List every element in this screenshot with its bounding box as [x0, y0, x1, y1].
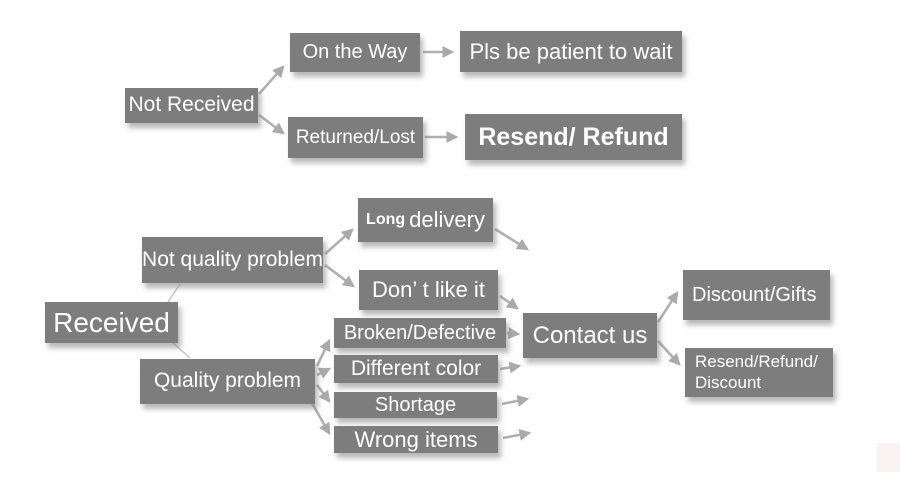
faint-corner-artifact [877, 443, 900, 472]
edge-wrong-items-contact-us [502, 428, 532, 441]
edge-nqp-dont-like-it [324, 263, 355, 288]
edge-nqp-long-delivery [324, 228, 354, 255]
node-pls-be-patient-to-wait: Pls be patient to wait [460, 31, 682, 72]
node-discount-gifts: Discount/Gifts [683, 270, 830, 320]
edge-qp-shortage [315, 384, 331, 403]
edge-contact-us-resend-refund-discount [657, 340, 681, 366]
node-wrong-items: Wrong items [334, 426, 498, 453]
edge-different-color-contact-us [499, 361, 522, 374]
node-quality-problem: Quality problem [140, 359, 315, 404]
node-contact-us: Contact us [523, 313, 657, 358]
long-delivery-word-delivery: delivery [409, 207, 485, 233]
edge-shortage-contact-us [501, 395, 530, 407]
edge-received-not-quality-problem [167, 283, 181, 303]
edge-qp-different-color [316, 367, 332, 379]
long-delivery-word-long: Long [366, 210, 406, 228]
edge-not-received-on-the-way [258, 65, 285, 95]
node-dont-like-it: Don’ t like it [359, 270, 498, 310]
node-different-color: Different color [334, 355, 498, 383]
edge-broken-defective-contact-us [506, 327, 521, 340]
edge-contact-us-discount-gifts [656, 290, 679, 323]
node-received: Received [45, 302, 178, 343]
edge-received-quality-problem [172, 342, 191, 359]
node-not-quality-problem: Not quality problem [142, 237, 323, 283]
node-shortage: Shortage [334, 392, 497, 418]
node-not-received: Not Received [125, 88, 258, 123]
edge-qp-broken-defective [315, 338, 331, 367]
node-broken-defective: Broken/Defective [334, 318, 506, 348]
node-returned-lost: Returned/Lost [288, 117, 423, 158]
edge-qp-wrong-items [310, 402, 331, 436]
node-resend-refund: Resend/ Refund [465, 114, 682, 160]
edge-long-delivery-out [494, 227, 530, 251]
edge-not-received-returned-lost [258, 113, 285, 135]
node-resend-refund-discount: Resend/Refund/ Discount [685, 348, 833, 397]
node-long-delivery: Long delivery [358, 198, 493, 242]
node-on-the-way: On the Way [290, 33, 420, 72]
edge-dont-like-it-contact-us [499, 294, 519, 310]
